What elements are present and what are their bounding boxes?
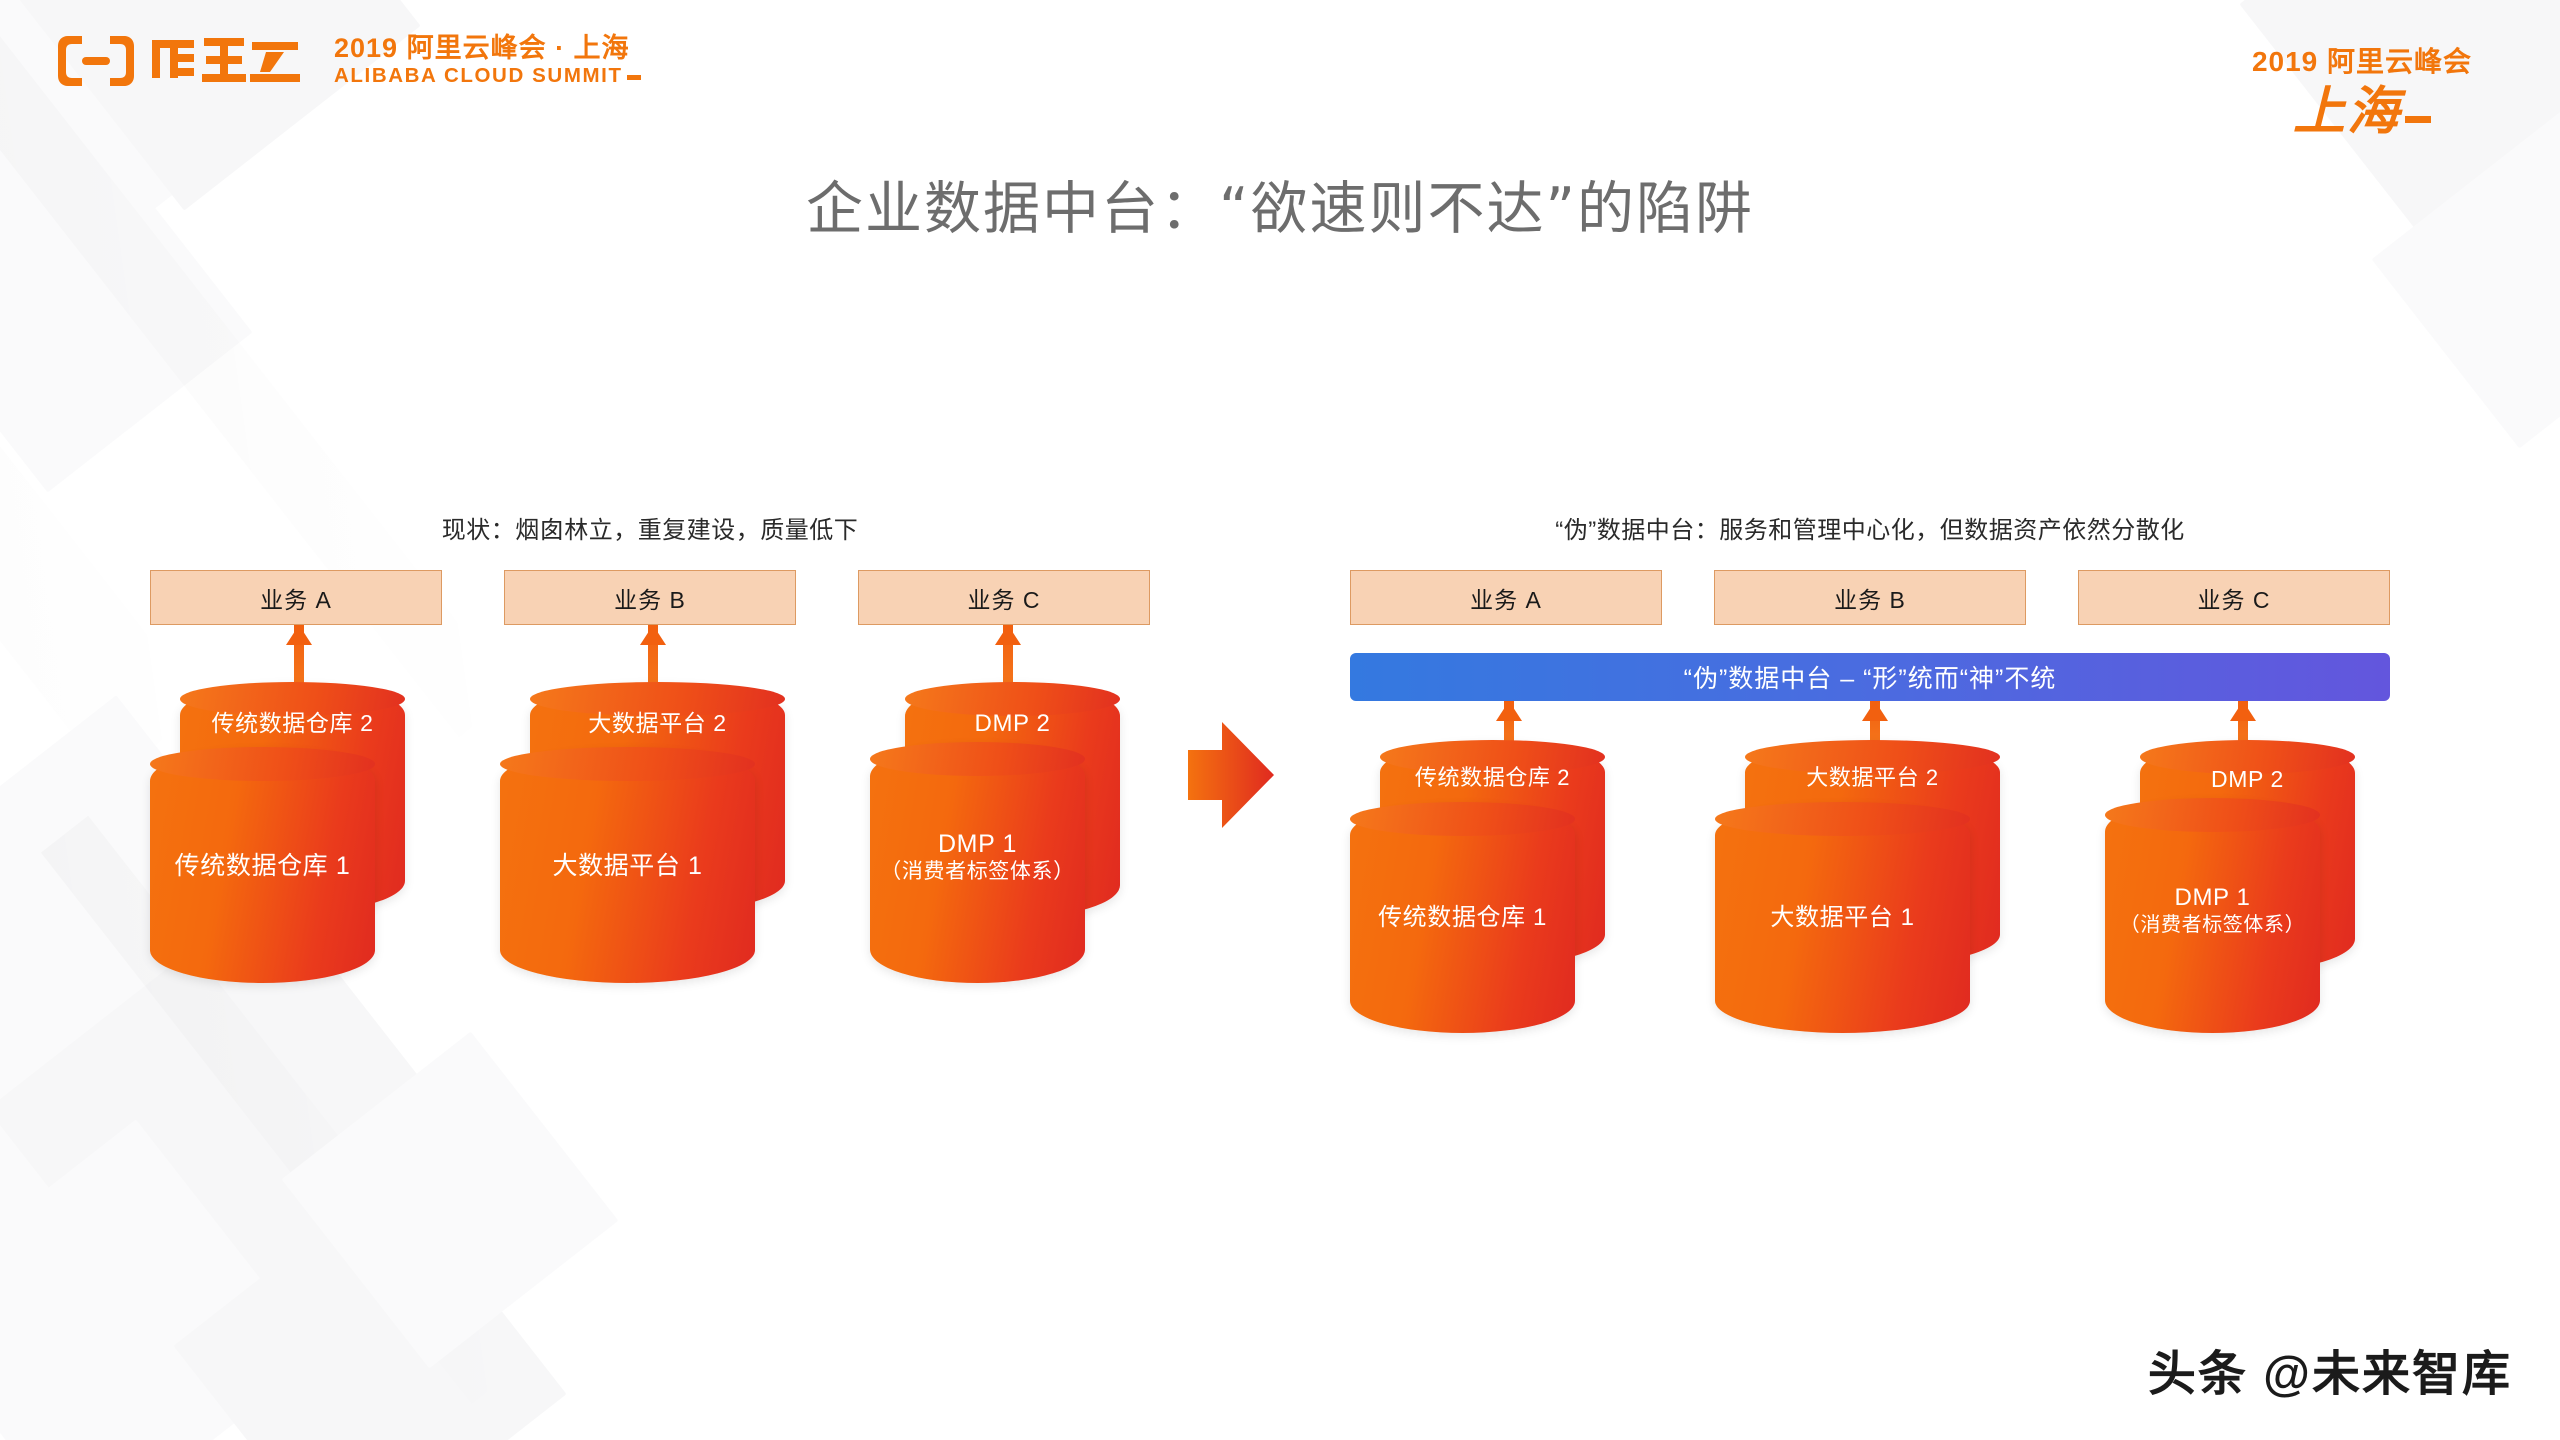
data-stack-traditional-dw: 传统数据仓库 2 传统数据仓库 1 bbox=[1350, 740, 1660, 1061]
business-box-b[interactable]: 业务 B bbox=[504, 570, 796, 625]
corner-event-logo: 2019 阿里云峰会 上海 bbox=[2212, 40, 2512, 138]
brand-lockup: 2019 阿里云峰会 · 上海 ALIBABA CLOUD SUMMIT bbox=[52, 32, 641, 90]
cylinder-front-2: 大数据平台 1 bbox=[1715, 802, 1970, 1033]
fake-data-platform-bar[interactable]: “伪”数据中台 – “形”统而“神”不统 bbox=[1350, 653, 2390, 701]
cylinder-front-label-1: 传统数据仓库 1 bbox=[174, 852, 351, 880]
business-box-c[interactable]: 业务 C bbox=[2078, 570, 2390, 625]
cylinder-back-label-3: DMP 2 bbox=[2211, 766, 2284, 792]
cylinder-front-label-3: DMP 1 bbox=[2174, 884, 2251, 911]
up-arrow-icon-3 bbox=[2230, 701, 2256, 741]
cylinder-front-3: DMP 1 （消费者标签体系） bbox=[2105, 798, 2320, 1033]
right-arrow-row bbox=[1350, 701, 2390, 741]
up-arrow-icon-2 bbox=[640, 625, 666, 683]
page-title: 企业数据中台：“欲速则不达”的陷阱 bbox=[805, 176, 1755, 242]
alibaba-cloud-logo-icon bbox=[58, 36, 300, 86]
up-arrow-icon-1 bbox=[1496, 701, 1522, 741]
cylinder-front-label-2: 大数据平台 1 bbox=[552, 852, 703, 880]
cylinder-front-sublabel-3: （消费者标签体系） bbox=[2119, 914, 2306, 936]
cylinder-front-1: 传统数据仓库 1 bbox=[1350, 802, 1575, 1033]
left-cylinder-stacks: 传统数据仓库 2 传统数据仓库 1 大数据平台 2 大数据平台 1 bbox=[150, 682, 1150, 1013]
cylinder-back-label-3: DMP 2 bbox=[974, 710, 1051, 737]
transition-arrow bbox=[1188, 722, 1274, 828]
corner-event-title: 2019 阿里云峰会 bbox=[2251, 46, 2473, 77]
business-box-a[interactable]: 业务 A bbox=[1350, 570, 1662, 625]
left-arrow-row bbox=[150, 625, 1150, 683]
left-diagram-panel: 现状：烟囱林立，重复建设，质量低下 业务 A 业务 B 业务 C 传统数据仓库 … bbox=[150, 510, 1150, 1013]
cylinder-front-label-3: DMP 1 bbox=[938, 830, 1017, 858]
data-stack-bigdata-platform: 大数据平台 2 大数据平台 1 bbox=[500, 682, 800, 1013]
cylinder-front-3: DMP 1 （消费者标签体系） bbox=[870, 742, 1085, 983]
up-arrow-icon-2 bbox=[1862, 701, 1888, 741]
right-cylinder-stacks: 传统数据仓库 2 传统数据仓库 1 大数据平台 2 大数据平台 1 bbox=[1350, 740, 2390, 1061]
cylinder-front-label-1: 传统数据仓库 1 bbox=[1378, 904, 1547, 931]
up-arrow-icon-3 bbox=[995, 625, 1021, 683]
cylinder-front-1: 传统数据仓库 1 bbox=[150, 747, 375, 983]
up-arrow-icon-1 bbox=[286, 625, 312, 683]
data-stack-traditional-dw: 传统数据仓库 2 传统数据仓库 1 bbox=[150, 682, 450, 1013]
event-title-block: 2019 阿里云峰会 · 上海 ALIBABA CLOUD SUMMIT bbox=[334, 33, 641, 89]
left-business-boxes: 业务 A 业务 B 业务 C bbox=[150, 570, 1150, 625]
data-stack-bigdata-platform: 大数据平台 2 大数据平台 1 bbox=[1715, 740, 2025, 1061]
data-stack-dmp: DMP 2 DMP 1 （消费者标签体系） bbox=[850, 682, 1150, 1013]
right-diagram-panel: “伪”数据中台：服务和管理中心化，但数据资产依然分散化 业务 A 业务 B 业务… bbox=[1350, 510, 2390, 1061]
cylinder-back-label-1: 传统数据仓库 2 bbox=[1414, 765, 1571, 790]
slide-header: 2019 阿里云峰会 · 上海 ALIBABA CLOUD SUMMIT 201… bbox=[0, 0, 2560, 160]
event-title-cn: 2019 阿里云峰会 · 上海 bbox=[334, 33, 630, 64]
right-business-boxes: 业务 A 业务 B 业务 C bbox=[1350, 570, 2390, 625]
left-panel-caption: 现状：烟囱林立，重复建设，质量低下 bbox=[441, 517, 859, 544]
cylinder-front-sublabel-3: （消费者标签体系） bbox=[880, 860, 1075, 883]
business-box-b[interactable]: 业务 B bbox=[1714, 570, 2026, 625]
watermark: 头条 @未来智库 bbox=[2147, 1348, 2512, 1401]
cylinder-front-2: 大数据平台 1 bbox=[500, 747, 755, 983]
right-panel-caption: “伪”数据中台：服务和管理中心化，但数据资产依然分散化 bbox=[1555, 517, 2185, 544]
data-stack-dmp: DMP 2 DMP 1 （消费者标签体系） bbox=[2080, 740, 2390, 1061]
cylinder-back-label-2: 大数据平台 2 bbox=[588, 710, 727, 736]
cylinder-back-label-1: 传统数据仓库 2 bbox=[211, 710, 374, 736]
right-arrow-icon bbox=[1188, 722, 1274, 828]
event-title-en: ALIBABA CLOUD SUMMIT bbox=[334, 64, 641, 89]
business-box-a[interactable]: 业务 A bbox=[150, 570, 442, 625]
cylinder-front-label-2: 大数据平台 1 bbox=[1770, 904, 1915, 931]
corner-city-name: 上海 bbox=[2212, 86, 2512, 138]
business-box-c[interactable]: 业务 C bbox=[858, 570, 1150, 625]
cylinder-back-label-2: 大数据平台 2 bbox=[1806, 765, 1939, 790]
